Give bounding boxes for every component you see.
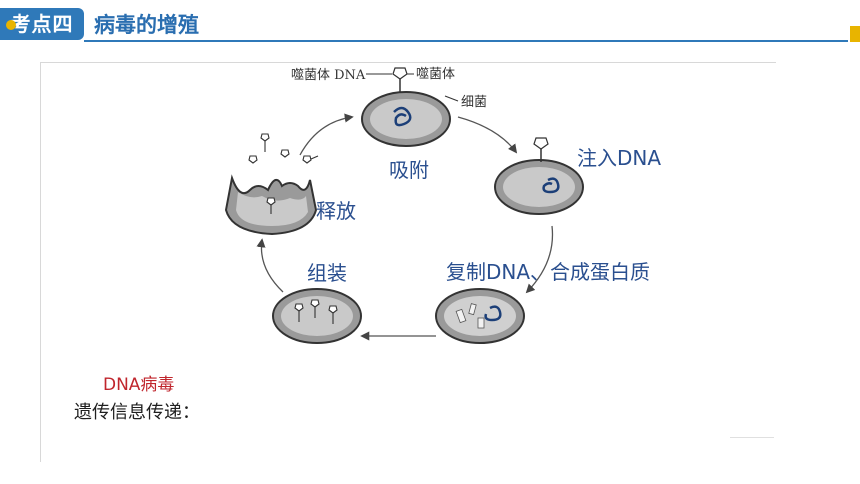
stage-adsorption: 吸附: [389, 158, 429, 182]
arrow-adsorb-to-inject: [457, 116, 518, 154]
label-phage-dna: 噬菌体 DNA: [291, 68, 366, 83]
cell-injection: [494, 137, 584, 215]
cell-assembly: [272, 288, 362, 344]
badge-dot-icon: [6, 20, 16, 30]
page-title: 病毒的增殖: [94, 13, 199, 37]
stage-release: 释放: [316, 199, 356, 223]
arrow-release-to-adsorb: [299, 113, 354, 156]
info-transfer-line: 遗传信息传递：: [74, 402, 200, 423]
panel-border-top: [40, 62, 776, 63]
label-bacterium: 细菌: [461, 95, 487, 110]
topic-badge: 考点四: [0, 8, 84, 40]
badge-label: 考点四: [10, 12, 74, 36]
panel-border-left: [40, 62, 41, 462]
dna-virus-heading: DNA病毒: [103, 375, 175, 395]
stage-injection: 注入DNA: [577, 146, 661, 170]
arrow-assemble-to-release: [256, 238, 284, 293]
label-phage: 噬菌体: [416, 67, 455, 82]
stage-assembly: 组装: [307, 261, 347, 285]
arrow-inject-to-replicate: [525, 225, 554, 294]
header-divider: [84, 40, 848, 42]
cell-replication: [435, 288, 525, 344]
cell-release: [224, 133, 319, 236]
corner-marker: [850, 26, 860, 42]
bottom-divider: [730, 437, 774, 438]
stage-replication: 复制DNA、合成蛋白质: [446, 260, 650, 284]
cell-adsorption: [361, 67, 451, 147]
